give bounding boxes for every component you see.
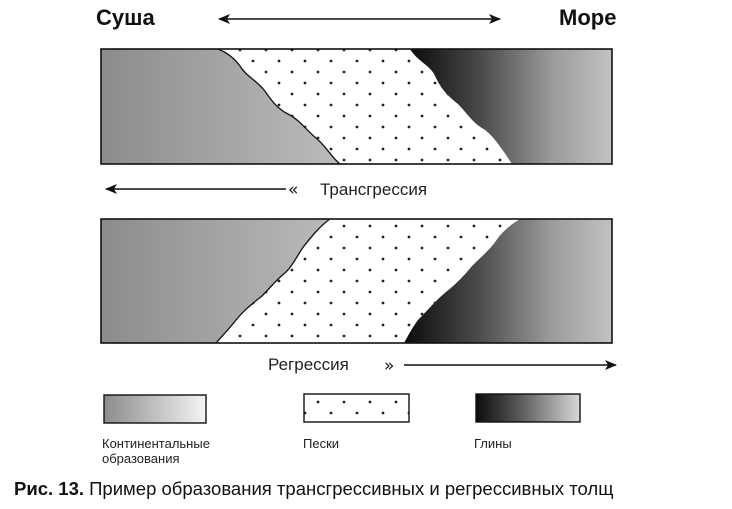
legend-label-continental: Континентальные образования: [102, 436, 210, 466]
legend-label-sand: Пески: [303, 436, 339, 451]
legend-label-clay-line1: Глины: [474, 436, 512, 451]
legend-label-continental-line2: образования: [102, 451, 180, 466]
sand-zone-top: [218, 49, 512, 164]
legend-label-sand-line1: Пески: [303, 436, 340, 451]
transgression-section: [100, 48, 613, 165]
sand-zone-bottom: [216, 219, 520, 343]
transgression-chevron-icon: «: [288, 180, 298, 200]
figure-caption: Рис. 13. Пример образования трансгрессив…: [14, 478, 613, 500]
figure-caption-number: Рис. 13.: [14, 478, 84, 499]
land-label: Суша: [96, 5, 155, 30]
regression-frame: [100, 218, 613, 344]
sea-label: Море: [559, 5, 616, 30]
legend-swatch-clay: [475, 393, 581, 423]
legend-swatch-sand: [303, 393, 410, 423]
transgression-frame: [100, 48, 613, 165]
regression-label: Регрессия: [268, 355, 349, 374]
land-sand-boundary-bottom: [215, 218, 331, 344]
legend-swatch-continental: [103, 394, 207, 424]
clay-zone-top: [410, 49, 612, 164]
regression-chevron-icon: »: [384, 356, 394, 376]
figure-caption-text: Пример образования трансгрессивных и рег…: [84, 478, 614, 499]
regression-section: [100, 218, 613, 344]
transgression-label: Трансгрессия: [320, 180, 427, 199]
legend-label-clay: Глины: [474, 436, 512, 451]
legend-label-continental-line1: Континентальные: [102, 436, 210, 451]
land-sand-boundary-top: [217, 48, 341, 165]
clay-zone-bottom: [404, 219, 612, 343]
